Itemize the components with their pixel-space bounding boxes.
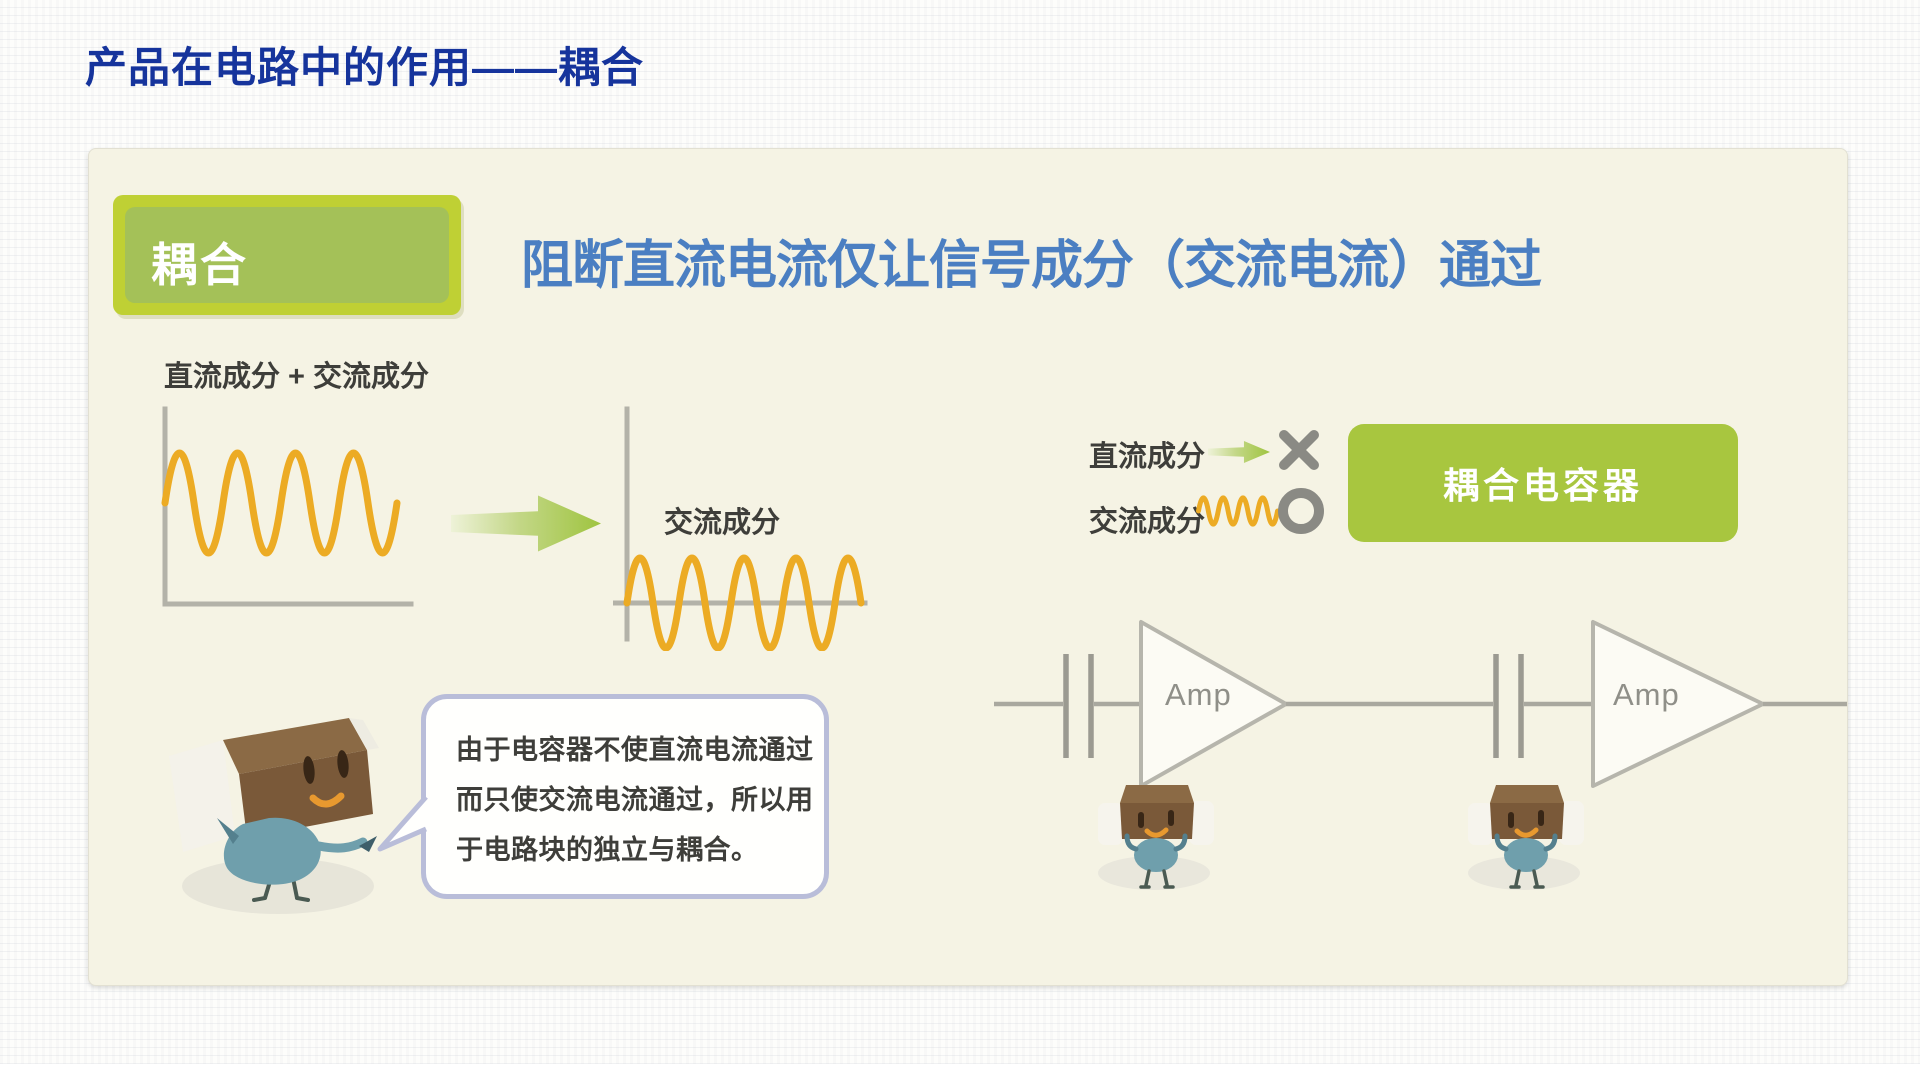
mascot-shadow (1468, 856, 1580, 890)
speech-line: 而只使交流电流通过，所以用 (456, 785, 814, 815)
chip-capacitor-body (169, 718, 379, 852)
legend-ac-label: 交流成分 (1089, 506, 1206, 538)
ac-wave-icon (1196, 495, 1280, 527)
amp-triangle (1591, 620, 1765, 788)
blocked-x-icon (1279, 430, 1319, 470)
mascot-torso (1134, 838, 1178, 872)
mascot-right-arm (314, 837, 368, 853)
mascot-smile (309, 792, 345, 808)
infographic-panel: 耦合 阻断直流电流仅让信号成分（交流电流）通过 直流成分 + 交流成分 交流成分… (88, 148, 1848, 986)
ac-waveform-chart (613, 406, 868, 651)
pass-circle-icon (1278, 488, 1324, 534)
capacitor-terminal (1559, 801, 1584, 845)
chart-axes (162, 406, 414, 607)
mascot-leg (1509, 869, 1545, 889)
mascot-head-front (1120, 803, 1194, 839)
capacitor-terminal (1098, 803, 1123, 845)
mascot-eye (337, 750, 349, 778)
mascot-shadow (1098, 856, 1210, 890)
coupling-capacitor-button: 耦合电容器 (1348, 424, 1738, 542)
mascot-smile (1514, 827, 1539, 838)
mascot-left-arm (217, 818, 239, 844)
mascot-torso (1504, 838, 1548, 872)
mascot-shadow (182, 858, 374, 914)
coupling-badge: 耦合 (113, 195, 461, 315)
amp-triangle (1139, 620, 1288, 788)
speech-bubble-tail (377, 795, 428, 852)
bottom-margin (0, 1064, 1920, 1080)
ac-wave (623, 554, 865, 651)
legend-dc-label: 直流成分 (1089, 441, 1206, 473)
capacitor-mascot-small (1098, 785, 1214, 890)
mascot-eye (1508, 812, 1514, 828)
mascot-head-top (1490, 785, 1564, 803)
capacitor-symbol (1063, 654, 1094, 758)
mascot-arm (1494, 833, 1509, 852)
mascot-eye (1538, 810, 1544, 826)
dc-plus-ac-waveform-chart (161, 406, 414, 607)
mascot-arm (1543, 833, 1558, 852)
amp-label: Amp (1613, 677, 1680, 712)
speech-line: 于电路块的独立与耦合。 (456, 835, 759, 865)
headline: 阻断直流电流仅让信号成分（交流电流）通过 (521, 237, 1542, 295)
coupling-badge-inner: 耦合 (125, 207, 449, 303)
mascot-smile (1144, 827, 1169, 838)
mascot-head-top (1120, 785, 1194, 803)
mascot-head-front (1490, 803, 1564, 839)
capacitor-mascot (169, 718, 379, 914)
mascot-arm (1173, 833, 1188, 852)
capacitor-symbol (1493, 654, 1524, 758)
mascot-hand (359, 836, 377, 852)
page-title: 产品在电路中的作用——耦合 (85, 44, 645, 91)
transform-arrow-icon (451, 495, 601, 552)
mascot-eye (1168, 810, 1174, 826)
capacitor-terminal (1468, 803, 1493, 845)
mascot-eye (303, 756, 315, 784)
mascot-leg (1139, 869, 1175, 889)
coupling-badge-label: 耦合 (151, 239, 249, 291)
mascot-eye (1138, 812, 1144, 828)
speech-line: 由于电容器不使直流电流通过 (456, 735, 814, 765)
coupling-circuit-diagram (994, 620, 1847, 788)
capacitor-mascot-small (1468, 785, 1584, 890)
ac-component-label: 交流成分 (664, 507, 781, 539)
amp-label: Amp (1165, 677, 1232, 712)
combined-wave (161, 449, 401, 557)
speech-bubble: 由于电容器不使直流电流通过 而只使交流电流通过，所以用 于电路块的独立与耦合。 (421, 694, 829, 899)
mascot-leg (252, 876, 310, 902)
capacitor-terminal (1189, 801, 1214, 845)
mascot-arm (1124, 833, 1139, 852)
dc-flow-arrow-icon (1208, 440, 1270, 464)
mascot-torso (223, 817, 321, 885)
dc-plus-ac-label: 直流成分 + 交流成分 (164, 361, 430, 393)
